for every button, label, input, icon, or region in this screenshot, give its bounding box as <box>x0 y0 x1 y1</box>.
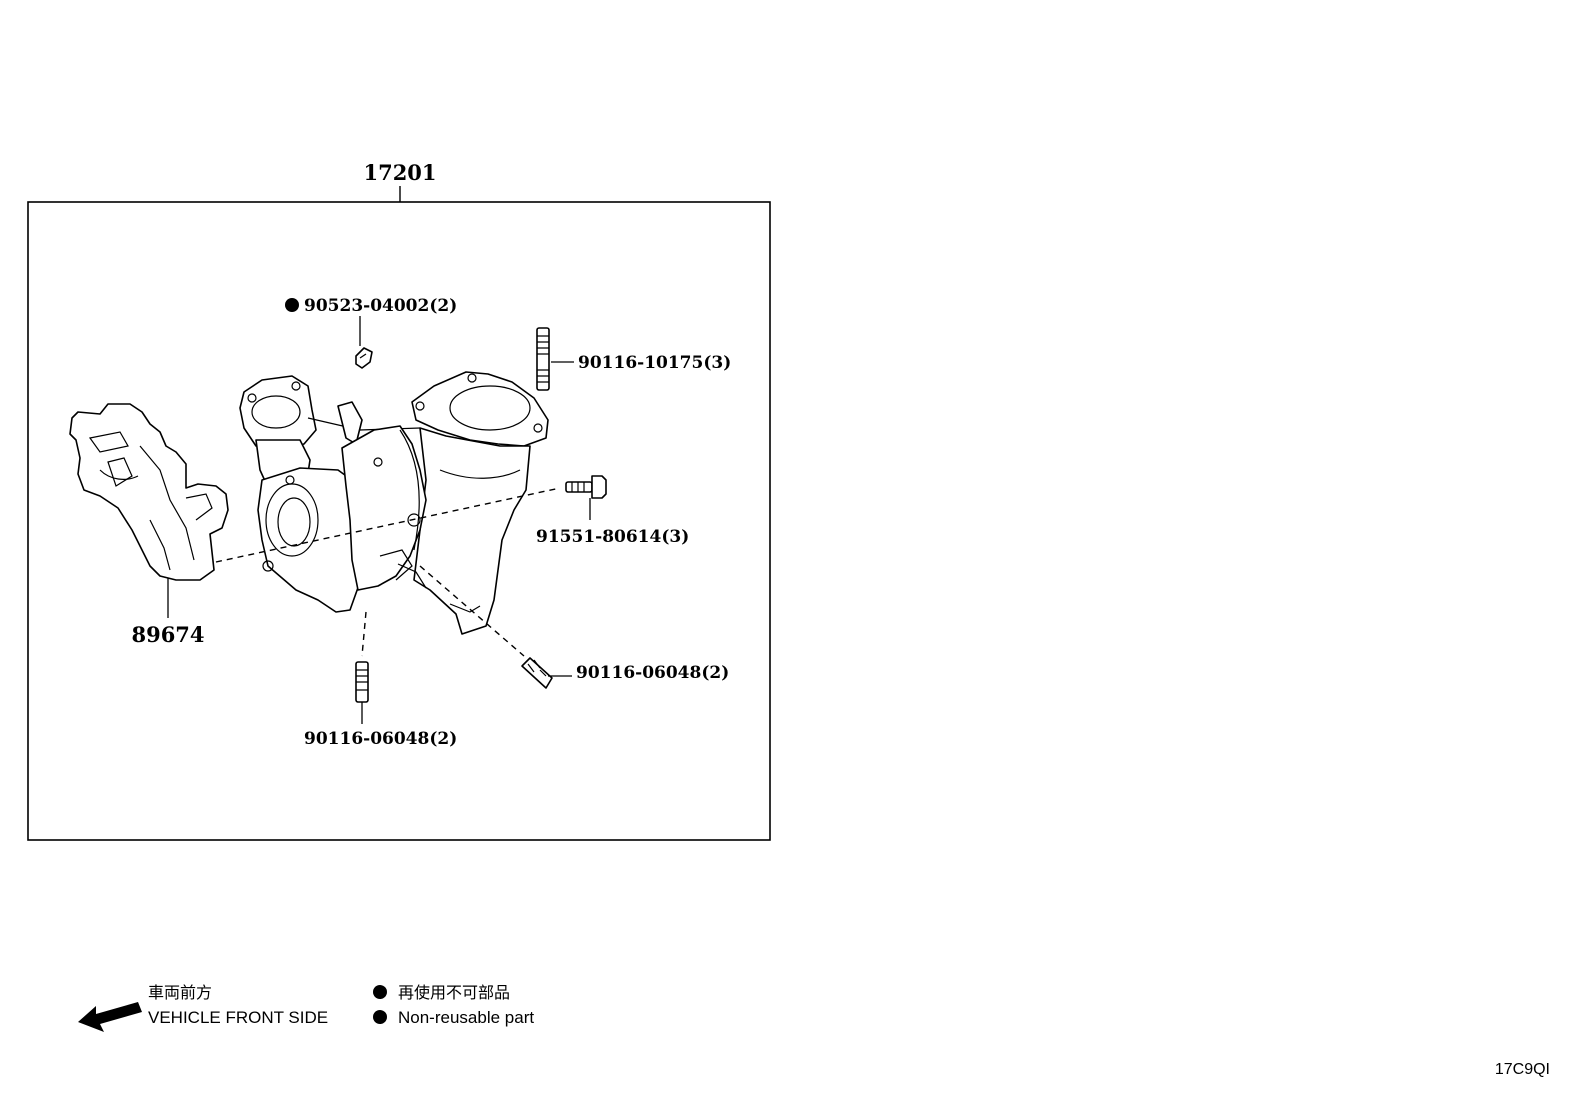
vehicle-front-arrow-icon <box>78 1002 142 1032</box>
non-reusable-nut-label: 90523-04002(2) <box>304 296 457 316</box>
legend-nonreusable-en: Non-reusable part <box>398 1008 534 1027</box>
stud-right-drawing <box>521 657 553 689</box>
turbocharger-drawing <box>239 371 549 635</box>
figure-code: 17C9QI <box>1495 1061 1550 1078</box>
legend-nonreusable-jp: 再使用不可部品 <box>398 983 510 1002</box>
stud-bottom-dashline <box>361 611 367 657</box>
stud-bottom-drawing <box>355 661 369 703</box>
flange-bolt-drawing <box>565 475 607 499</box>
non-reusable-nut-drawing <box>355 347 373 369</box>
stud-bottom-label: 90116-06048(2) <box>304 729 457 749</box>
flange-bolt-label: 91551-80614(3) <box>536 527 689 547</box>
legend-nonreusable-mark-jp <box>373 985 387 999</box>
assembly-part-number: 17201 <box>363 160 436 185</box>
legend-front-jp: 車両前方 <box>148 983 212 1002</box>
flange-bolt-dashline <box>215 487 561 563</box>
stud-right-dashline <box>419 565 525 657</box>
legend-front-en: VEHICLE FRONT SIDE <box>148 1008 328 1027</box>
assembly-frame <box>27 201 771 841</box>
sensor-bracket-part-number: 89674 <box>131 622 204 647</box>
stud-right-label: 90116-06048(2) <box>576 663 729 683</box>
stud-top-label: 90116-10175(3) <box>578 353 731 373</box>
non-reusable-mark <box>285 298 299 312</box>
stud-top-drawing <box>536 327 550 391</box>
legend-nonreusable-mark-en <box>373 1010 387 1024</box>
sensor-bracket-drawing <box>69 403 229 581</box>
